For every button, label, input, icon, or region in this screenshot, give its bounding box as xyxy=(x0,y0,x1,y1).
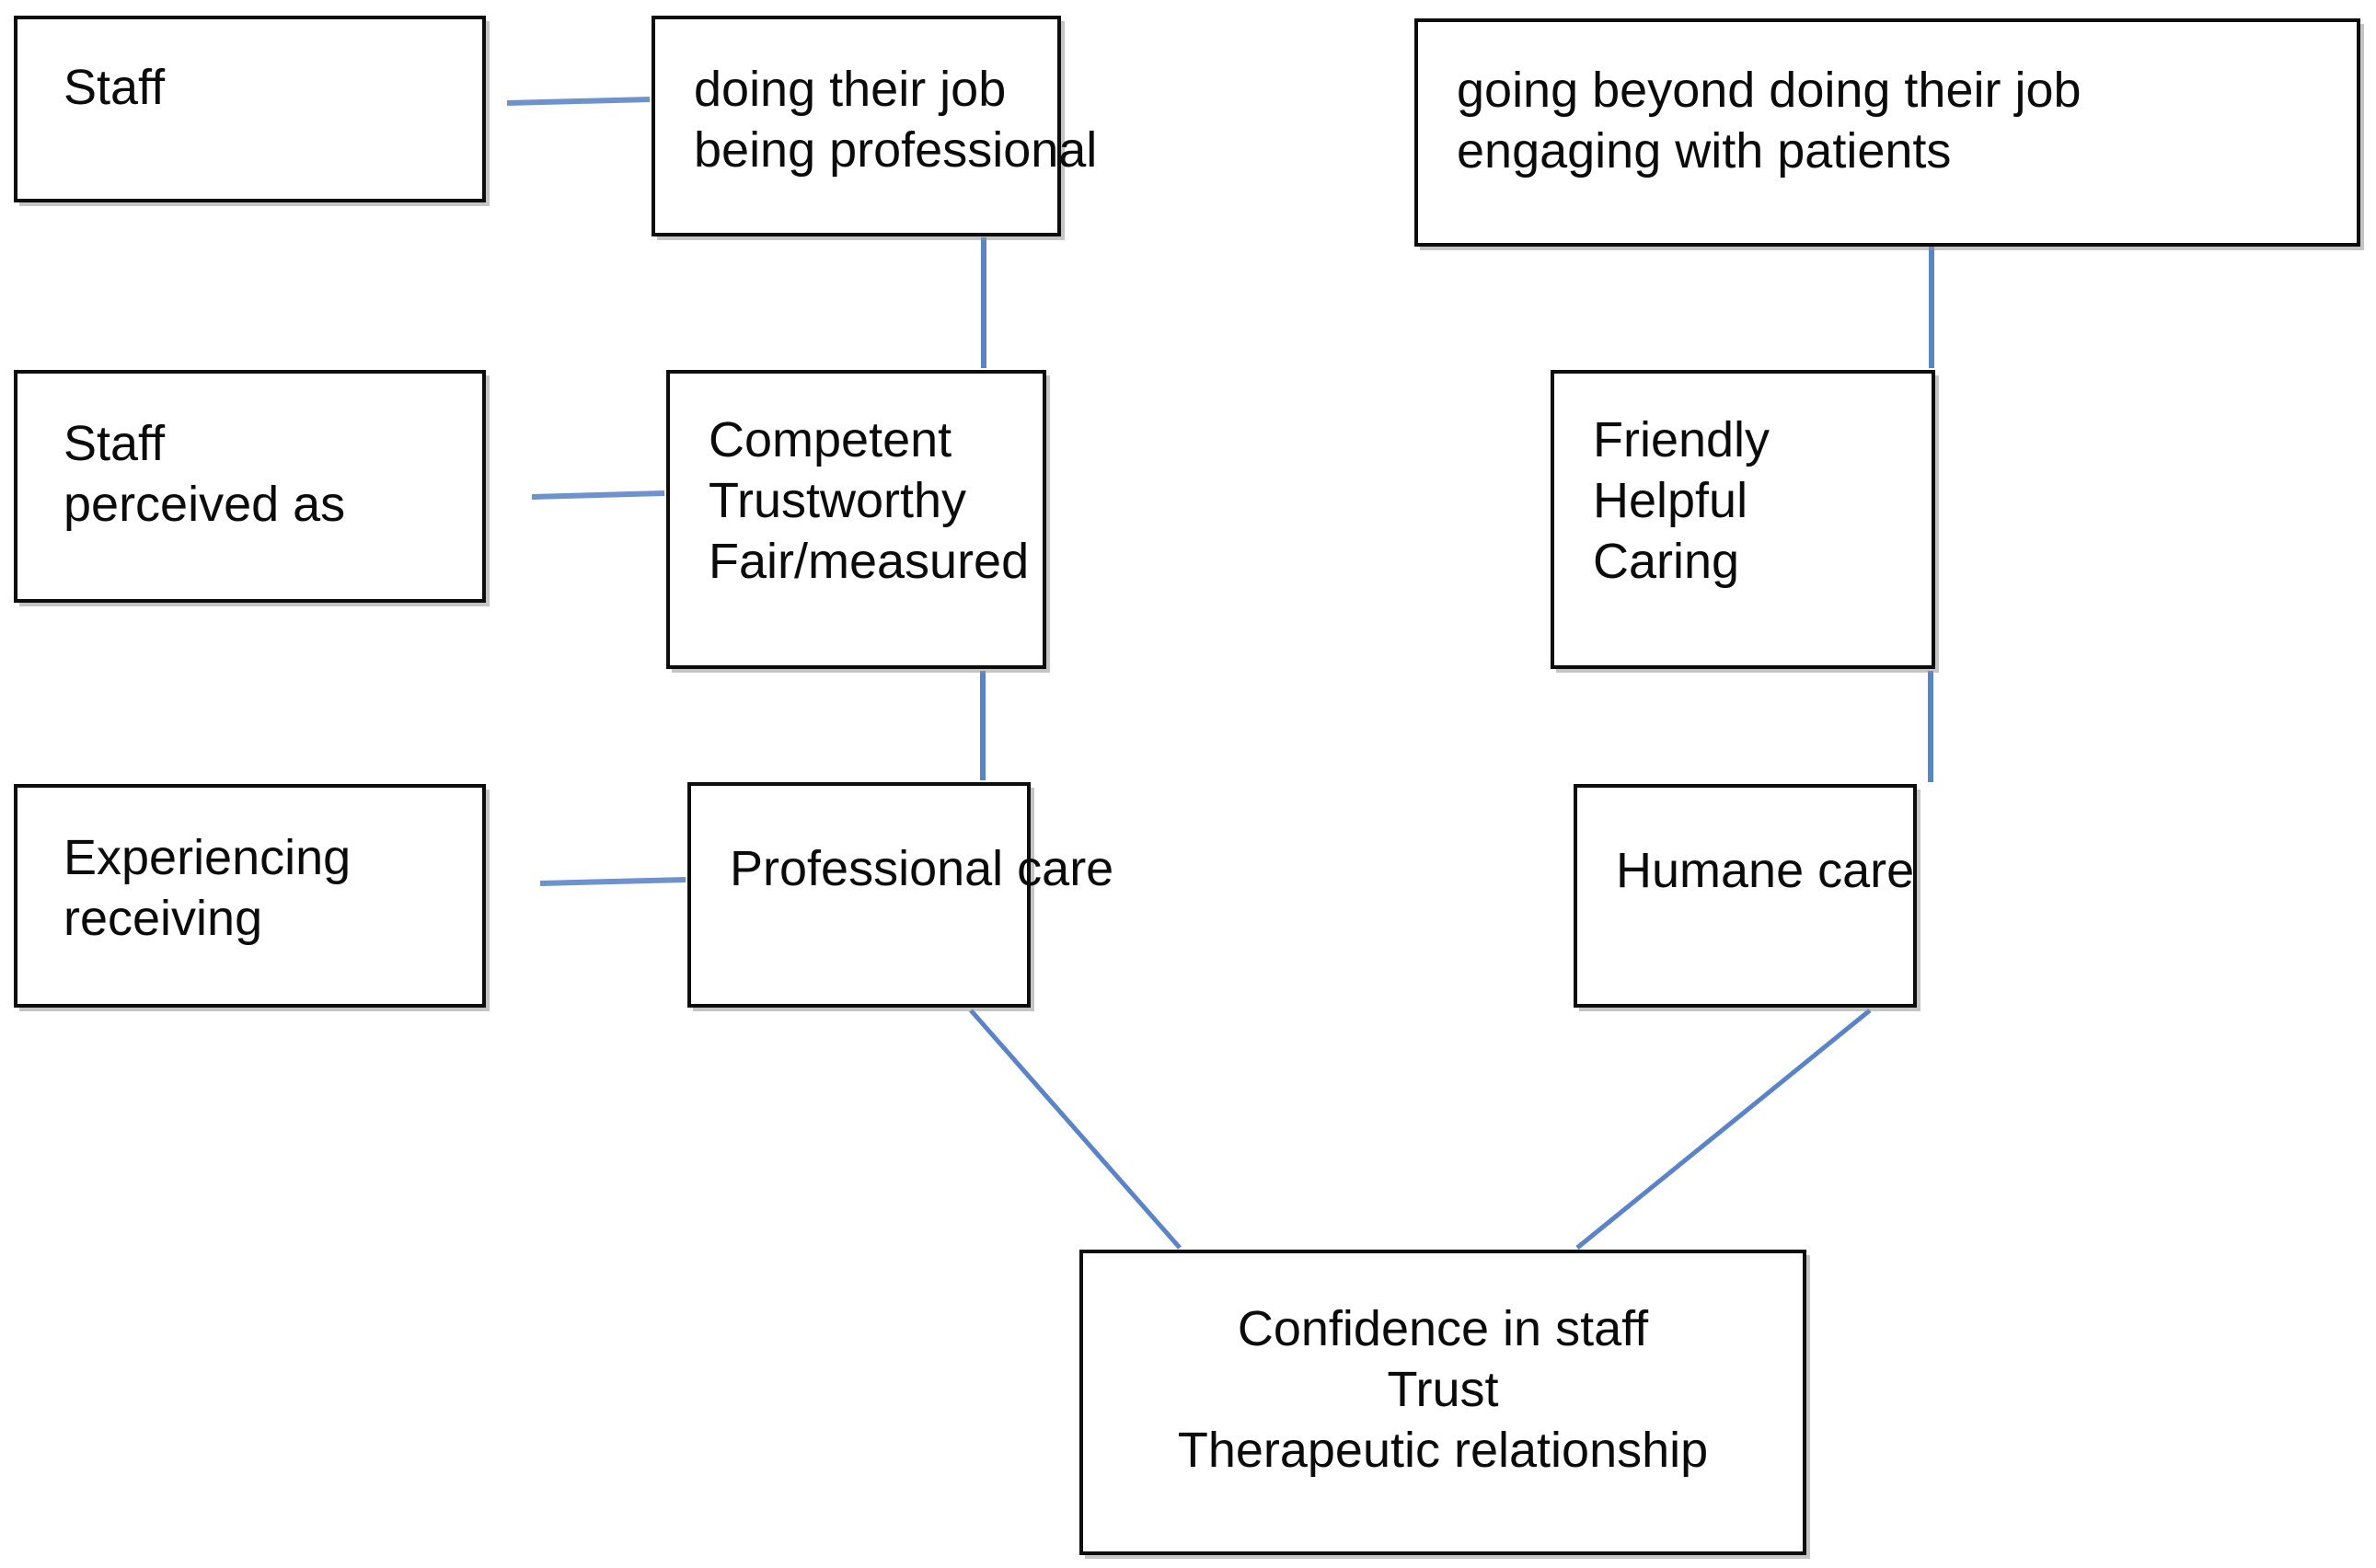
node-competent-line-3: Fair/measured xyxy=(709,533,1030,589)
node-doing-their-job-line-1: doing their job xyxy=(694,62,1007,117)
edge-professional-care-to-confidence xyxy=(969,1009,1182,1250)
node-going-beyond-line-1: going beyond doing their job xyxy=(1457,63,2082,118)
node-staff-line-1: Staff xyxy=(63,60,166,115)
node-doing-their-job-line-2: being professional xyxy=(694,121,1098,178)
node-experiencing-receiving[interactable]: Experiencing receiving xyxy=(14,784,486,1008)
node-confidence-line-3: Therapeutic relationship xyxy=(1177,1422,1709,1478)
node-confidence-line-2: Trust xyxy=(1387,1361,1499,1417)
node-professional-care[interactable]: Professional care xyxy=(687,782,1114,1008)
node-professional-care-line-1: Professional care xyxy=(730,841,1114,896)
node-humane-care[interactable]: Humane care xyxy=(1574,784,1917,1008)
node-competent-trustworthy-fair[interactable]: Competent Trustworthy Fair/measured xyxy=(666,370,1046,669)
node-friendly-line-1: Friendly xyxy=(1593,412,1770,467)
node-staff-perceived-as-line-1: Staff xyxy=(63,416,166,471)
node-staff[interactable]: Staff xyxy=(14,16,486,202)
node-friendly-line-3: Caring xyxy=(1593,533,1740,589)
node-friendly-line-2: Helpful xyxy=(1593,472,1748,528)
node-experiencing-receiving-line-1: Experiencing xyxy=(63,830,352,885)
node-going-beyond-line-2: engaging with patients xyxy=(1457,122,1952,179)
edge-experiencing-to-professional-care xyxy=(539,877,686,886)
node-going-beyond-doing-their-job[interactable]: going beyond doing their job engaging wi… xyxy=(1414,18,2360,247)
edge-staff-perceived-to-competent xyxy=(531,490,665,500)
node-doing-their-job[interactable]: doing their job being professional xyxy=(652,16,1098,236)
node-staff-perceived-as[interactable]: Staff perceived as xyxy=(14,370,486,603)
node-experiencing-receiving-line-2: receiving xyxy=(63,890,263,946)
node-competent-line-1: Competent xyxy=(709,412,952,467)
node-confidence-line-1: Confidence in staff xyxy=(1237,1301,1649,1356)
edge-staff-to-doing-job xyxy=(506,97,651,106)
node-confidence-trust-therapeutic-relationship[interactable]: Confidence in staff Trust Therapeutic re… xyxy=(1079,1250,1806,1555)
node-friendly-helpful-caring[interactable]: Friendly Helpful Caring xyxy=(1551,370,1935,669)
edge-humane-care-to-confidence xyxy=(1575,1009,1872,1250)
node-humane-care-line-1: Humane care xyxy=(1616,843,1915,898)
node-staff-perceived-as-line-2: perceived as xyxy=(63,476,346,532)
node-competent-line-2: Trustworthy xyxy=(709,472,967,528)
